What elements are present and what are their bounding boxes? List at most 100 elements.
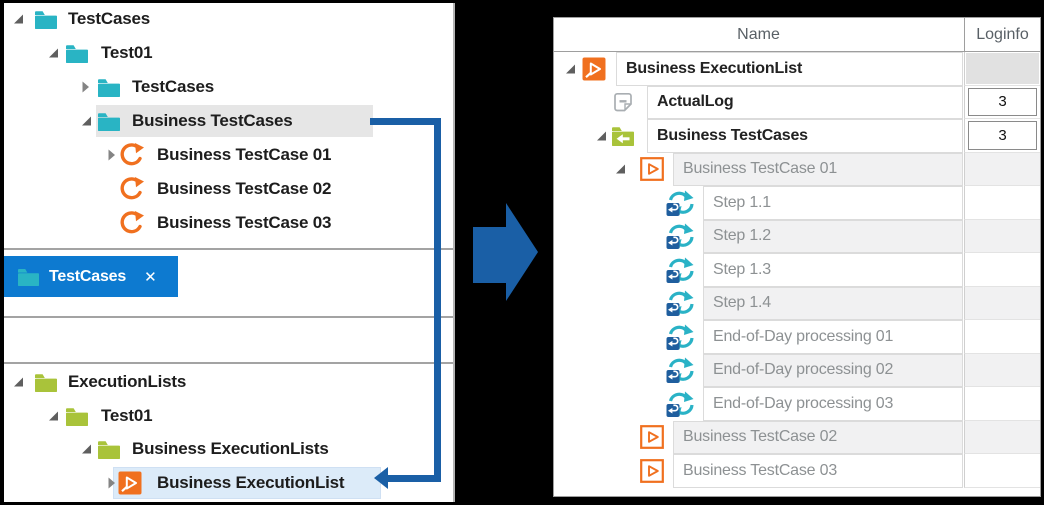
name-cell[interactable]: ActualLog [647, 85, 963, 119]
loginfo-cell[interactable] [964, 253, 1040, 287]
tree-item-label: Business TestCase 03 [157, 213, 332, 232]
testcases-tab[interactable]: TestCases ✕ [4, 256, 178, 297]
tree-item-label: Business ExecutionList [157, 472, 345, 492]
loginfo-cell[interactable] [964, 387, 1040, 421]
name-cell[interactable]: Step 1.4 [703, 286, 963, 320]
column-header-loginfo[interactable]: Loginfo [964, 18, 1040, 51]
collapse-arrow-icon[interactable] [565, 63, 576, 74]
redo-circle-icon [118, 176, 145, 203]
name-cell[interactable]: End-of-Day processing 01 [703, 320, 963, 354]
folder-teal-icon [34, 8, 58, 30]
panel-divider [4, 248, 453, 250]
tree-item-testcases[interactable]: TestCases [4, 2, 453, 36]
loginfo-cell[interactable] [964, 320, 1040, 354]
flow-arrow-icon [466, 196, 544, 308]
column-header-name[interactable]: Name [737, 26, 780, 43]
expand-arrow-icon[interactable] [81, 81, 90, 94]
table-row-business-executionlist[interactable]: Business ExecutionList [554, 52, 1040, 86]
loginfo-cell[interactable]: 3 [964, 119, 1040, 153]
name-cell[interactable]: Step 1.1 [703, 186, 963, 220]
table-row-step-1-2[interactable]: Step 1.2 [554, 219, 1040, 253]
collapse-arrow-icon[interactable] [13, 14, 24, 25]
folder-teal-icon [97, 76, 121, 98]
name-cell[interactable]: Business TestCase 02 [673, 420, 963, 454]
row-name-label: Business TestCase 01 [683, 160, 838, 178]
row-name-label: ActualLog [657, 93, 734, 111]
panel-divider [4, 316, 453, 318]
collapse-arrow-icon[interactable] [48, 410, 59, 421]
tree-item-label: Test01 [101, 405, 153, 425]
name-cell[interactable]: End-of-Day processing 03 [703, 387, 963, 421]
rerun-icon [666, 323, 696, 350]
expand-arrow-icon[interactable] [107, 149, 116, 162]
table-row-business-testcase-03[interactable]: Business TestCase 03 [554, 454, 1040, 488]
play-outline-icon [640, 458, 664, 483]
tab-label: TestCases [49, 267, 127, 285]
loginfo-cell[interactable] [964, 152, 1040, 186]
loginfo-cell[interactable] [964, 353, 1040, 387]
execution-list-table: Name Loginfo Business ExecutionList Actu… [553, 17, 1041, 497]
collapse-arrow-icon[interactable] [615, 164, 626, 175]
name-cell[interactable]: End-of-Day processing 02 [703, 353, 963, 387]
loginfo-cell[interactable] [964, 52, 1040, 86]
tree-item-business-testcases[interactable]: Business TestCases [4, 104, 453, 138]
close-icon[interactable]: ✕ [144, 268, 157, 286]
tree-item-label: TestCases [68, 9, 150, 28]
tree-item-business-testcase-02[interactable]: Business TestCase 02 [4, 172, 453, 206]
loginfo-cell[interactable] [964, 186, 1040, 220]
link-connector-line [434, 118, 441, 482]
folder-icon [17, 266, 40, 287]
loginfo-cell[interactable] [964, 219, 1040, 253]
loginfo-cell[interactable] [964, 454, 1040, 488]
tree-item-business-executionlists[interactable]: Business ExecutionLists [4, 432, 453, 466]
table-row-end-of-day-processing-03[interactable]: End-of-Day processing 03 [554, 387, 1040, 421]
table-row-step-1-1[interactable]: Step 1.1 [554, 186, 1040, 220]
tree-item-executionlists[interactable]: ExecutionLists [4, 365, 453, 399]
table-row-actuallog[interactable]: ActualLog 3 [554, 85, 1040, 119]
tree-item-business-executionlist[interactable]: Business ExecutionList [4, 466, 453, 500]
rerun-icon [666, 390, 696, 417]
tree-item-label: Test01 [101, 43, 153, 62]
selection-highlight [113, 466, 381, 499]
loginfo-cell[interactable] [964, 286, 1040, 320]
table-row-step-1-3[interactable]: Step 1.3 [554, 253, 1040, 287]
collapse-arrow-icon[interactable] [13, 377, 24, 388]
name-cell[interactable]: Step 1.3 [703, 253, 963, 287]
collapse-arrow-icon[interactable] [596, 130, 607, 141]
expand-arrow-icon[interactable] [107, 476, 116, 489]
play-outline-icon [640, 425, 664, 450]
name-cell[interactable]: Business TestCase 01 [673, 152, 963, 186]
loginfo-cell[interactable]: 3 [964, 85, 1040, 119]
loginfo-value[interactable]: 3 [968, 121, 1037, 150]
name-cell[interactable]: Step 1.2 [703, 219, 963, 253]
name-cell[interactable]: Business TestCase 03 [673, 454, 963, 488]
folder-green-icon [65, 405, 89, 427]
row-name-label: Business TestCase 03 [683, 461, 838, 479]
execution-list-icon [118, 471, 142, 495]
play-outline-icon [640, 157, 664, 182]
tree-item-test01[interactable]: Test01 [4, 399, 453, 433]
loginfo-cell[interactable] [964, 420, 1040, 454]
tree-item-label: TestCases [132, 77, 214, 96]
collapse-arrow-icon[interactable] [48, 48, 59, 59]
row-name-label: Step 1.3 [713, 260, 772, 278]
table-row-end-of-day-processing-01[interactable]: End-of-Day processing 01 [554, 320, 1040, 354]
table-row-end-of-day-processing-02[interactable]: End-of-Day processing 02 [554, 353, 1040, 387]
collapse-arrow-icon[interactable] [81, 444, 92, 455]
link-connector-line [370, 118, 441, 125]
execution-list-icon [582, 57, 606, 81]
tree-item-testcases[interactable]: TestCases [4, 70, 453, 104]
tree-item-business-testcase-01[interactable]: Business TestCase 01 [4, 138, 453, 172]
folder-green-icon [34, 371, 58, 393]
loginfo-value[interactable]: 3 [968, 87, 1037, 116]
rerun-icon [666, 189, 696, 216]
name-cell[interactable]: Business TestCases [647, 119, 963, 153]
tree-item-test01[interactable]: Test01 [4, 36, 453, 70]
name-cell[interactable]: Business ExecutionList [616, 52, 963, 86]
table-row-business-testcase-01[interactable]: Business TestCase 01 [554, 152, 1040, 186]
tree-item-business-testcase-03[interactable]: Business TestCase 03 [4, 206, 453, 240]
table-row-business-testcases[interactable]: Business TestCases 3 [554, 119, 1040, 153]
table-row-step-1-4[interactable]: Step 1.4 [554, 286, 1040, 320]
collapse-arrow-icon[interactable] [81, 116, 92, 127]
table-row-business-testcase-02[interactable]: Business TestCase 02 [554, 420, 1040, 454]
